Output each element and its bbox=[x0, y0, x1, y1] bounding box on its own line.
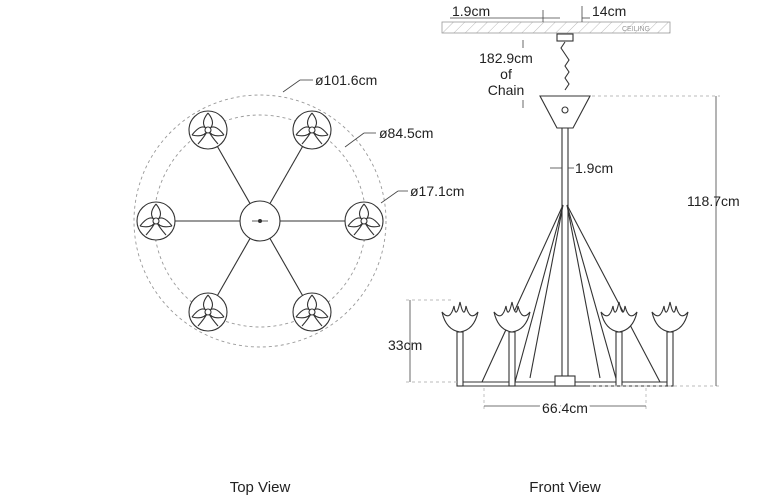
arm-span-label: 66.4cm bbox=[542, 400, 588, 416]
inner-diameter-label: ø84.5cm bbox=[379, 125, 433, 141]
flower-cup bbox=[188, 292, 228, 332]
ceiling-label: CEILING bbox=[622, 26, 650, 33]
flower-cup bbox=[493, 301, 531, 333]
flower-cup bbox=[136, 201, 176, 241]
rod-width-label: 1.9cm bbox=[575, 160, 613, 176]
front-view: CEILING 1.9cm 14cm 182.9cm of Chain 1.9c… bbox=[388, 3, 740, 496]
flower-cup bbox=[344, 201, 384, 241]
chain-of-label: of bbox=[500, 66, 512, 82]
top-view: ø101.6cm ø84.5cm ø17.1cm Top View bbox=[133, 72, 464, 496]
canopy-width-label: 14cm bbox=[592, 3, 626, 19]
flower-cup bbox=[292, 292, 332, 332]
flower-cup bbox=[188, 110, 228, 150]
top-view-caption: Top View bbox=[230, 479, 291, 496]
outer-diameter-circle bbox=[133, 94, 387, 348]
top-rod-width-label: 1.9cm bbox=[452, 3, 490, 19]
cup-diameter-label: ø17.1cm bbox=[410, 183, 464, 199]
chain-word-label: Chain bbox=[488, 82, 525, 98]
chain-length-label: 182.9cm bbox=[479, 50, 533, 66]
overall-height-label: 118.7cm bbox=[687, 193, 740, 209]
front-view-caption: Front View bbox=[529, 479, 601, 496]
frame-struts bbox=[481, 204, 661, 383]
ceiling-hatch bbox=[441, 21, 671, 34]
chain bbox=[560, 41, 570, 91]
flower-cup bbox=[651, 301, 689, 333]
arm-height-label: 33cm bbox=[388, 337, 422, 353]
ceiling-canopy bbox=[556, 33, 574, 42]
leader-line bbox=[344, 132, 365, 148]
leader-line bbox=[380, 190, 399, 204]
outer-diameter-label: ø101.6cm bbox=[315, 72, 377, 88]
leader-line bbox=[282, 79, 301, 93]
flower-cup bbox=[292, 110, 332, 150]
bottom-finial bbox=[554, 375, 576, 387]
flower-cup bbox=[441, 301, 479, 333]
flower-cup bbox=[600, 301, 638, 333]
